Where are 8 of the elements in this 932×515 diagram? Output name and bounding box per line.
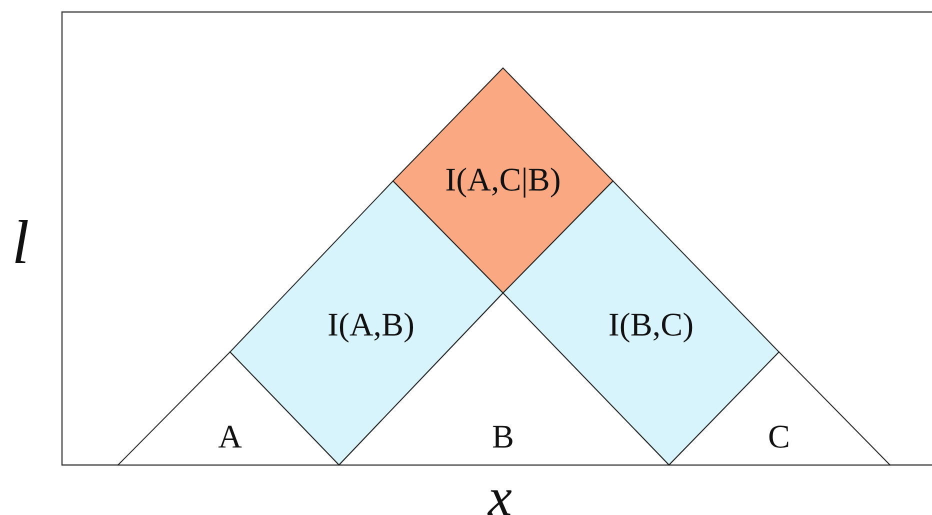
region-label: A bbox=[218, 420, 242, 456]
region-label: I(A,C|B) bbox=[445, 162, 561, 200]
x-axis-label: x bbox=[488, 470, 512, 515]
y-axis-label: l bbox=[12, 212, 30, 274]
region-label: B bbox=[492, 420, 514, 456]
region-label: C bbox=[768, 420, 790, 456]
region-label: I(A,B) bbox=[327, 308, 415, 344]
region-label: I(B,C) bbox=[608, 308, 694, 344]
